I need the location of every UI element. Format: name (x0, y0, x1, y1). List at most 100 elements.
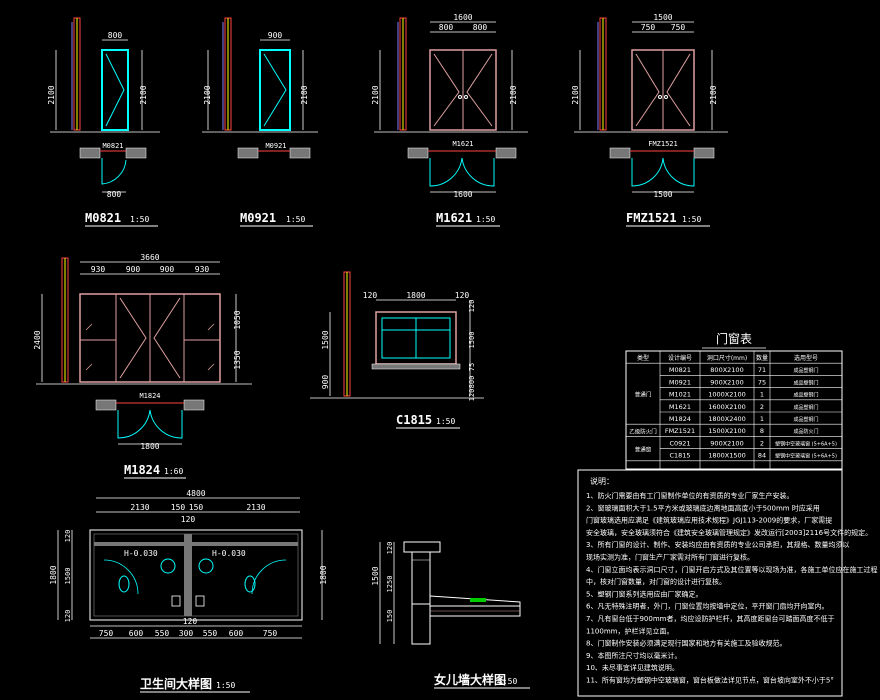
dim-width: 800 (108, 31, 123, 40)
table-cell-size: 800X2100 (710, 366, 743, 374)
table-cell-size: 1600X2100 (708, 403, 746, 411)
dim-side: 120 (64, 530, 72, 543)
table-cell-qty: 8 (760, 427, 764, 435)
toilet-scale: 1:50 (216, 681, 235, 690)
window-title: C1815 (396, 413, 432, 427)
dim-part: 900 (126, 265, 141, 274)
parapet-title: 女儿墙大样图 (434, 672, 506, 687)
table-cell-qty: 2 (760, 403, 764, 411)
door-scale: 1:50 (130, 215, 149, 224)
dim-part: 900 (160, 265, 175, 274)
sink-icon (160, 558, 176, 574)
table-cell-code: FMZ1521 (665, 427, 695, 435)
table-cell-model: 成品塑钢门 (793, 416, 818, 423)
door-m1621: 1600 800 800 2100 2100 M1621 1600 M1621 … (371, 13, 528, 227)
door-code: M1621 (452, 140, 473, 148)
door-code: M1824 (139, 392, 160, 400)
table-cell-size: 900X2100 (710, 439, 743, 447)
dim-total: 3660 (140, 253, 159, 262)
table-header: 设计编号 (668, 354, 692, 362)
dim-side: 1800 (319, 565, 328, 584)
dim: 150 (386, 610, 394, 623)
plan-dim: 1600 (453, 190, 472, 199)
table-cell-type: 普通窗 (635, 446, 652, 454)
toilet-title: 卫生间大样图 (140, 676, 212, 691)
dim-part: 930 (195, 265, 210, 274)
door-scale: 1:60 (164, 467, 183, 476)
dim-part: 930 (91, 265, 106, 274)
table-cell-type: 乙级防火门 (629, 427, 657, 435)
note-line: 11、所有窗均为塑钢中空玻璃窗，窗台板做法详见节点，窗台坡向室外不小于5° (586, 676, 834, 685)
door-code: M0821 (102, 142, 123, 150)
dim-width: 1500 (653, 13, 672, 22)
table-cell-model: 成品塑钢门 (793, 404, 818, 411)
note-line: 安全玻璃，安全玻璃须符合《建筑安全玻璃管理规定》发改运行[2003]2116号文… (586, 528, 872, 537)
notes-heading: 说明： (590, 476, 614, 486)
note-line: 1、防火门需要由有工门窗制作单位的有资质的专业厂家生产安装。 (586, 491, 793, 500)
note-line: 7、凡有窗台低于900mm者，均应设防护栏杆，其高度距窗台可踏面高度不低于 (586, 614, 834, 623)
table-cell-size: 900X2100 (710, 378, 743, 386)
dim-height: 2100 (47, 85, 56, 104)
table-cell-code: M0821 (669, 366, 691, 374)
dim-left: 1500 (321, 330, 330, 349)
note-line: 3、所有门窗的设计、制作、安装均应由有资质的专业公司承担，其规格、数量均须以 (586, 540, 849, 549)
dim-right: 1050 (233, 310, 242, 329)
dim-part: 750 (671, 23, 686, 32)
door-title: M0921 (240, 211, 276, 225)
dim-bottom: 750 (99, 629, 114, 638)
door-m1824: 3660 930 900 900 930 2400 1050 1350 M182… (33, 253, 252, 479)
plan-dim: 1800 (140, 442, 159, 451)
dim-bottom: 300 (179, 629, 194, 638)
note-line: 中，核对门窗数量，对门窗的设计进行复核。 (586, 577, 726, 586)
table-cell-size: 1000X2100 (708, 391, 746, 399)
door-title: FMZ1521 (626, 211, 677, 225)
table-cell-qty: 1 (760, 391, 764, 399)
table-cell-model: 成品塑钢门 (793, 367, 818, 374)
dim-height-right: 2100 (509, 85, 518, 104)
dim-part: 800 (473, 23, 488, 32)
note-line: 8、门窗制作安装必须满足现行国家和地方有关施工及验收规范。 (586, 639, 786, 648)
dim-total: 4800 (186, 489, 205, 498)
dim-width: 1600 (453, 13, 472, 22)
dim-height: 2100 (203, 85, 212, 104)
dim-mid: 120 (183, 617, 198, 626)
door-m0821: 800 2100 2100 M0821 800 M0821 1:50 (47, 17, 160, 227)
dim-bottom: 550 (203, 629, 218, 638)
table-cell-model: 塑钢中空玻璃窗 (5+6A+5) (775, 440, 837, 447)
table-cell-qty: 75 (758, 378, 766, 386)
table-cell-qty: 1 (760, 415, 764, 423)
dim-bottom: 600 (229, 629, 244, 638)
table-cell-code: C0921 (669, 439, 690, 447)
door-scale: 1:50 (476, 215, 495, 224)
table-cell-model: 成品塑钢门 (793, 379, 818, 386)
dim-right: 800 (468, 376, 476, 389)
floor-level-label: H-0.030 (124, 549, 158, 558)
door-scale: 1:50 (286, 215, 305, 224)
dim-height-right: 2100 (300, 85, 309, 104)
dim-bottom: 550 (155, 629, 170, 638)
table-header: 洞口尺寸(mm) (707, 354, 747, 362)
toilet-detail: 4800 2130 150 150 2130 120 H-0.030 H-0.0… (49, 489, 328, 693)
dim-side: 120 (363, 291, 378, 300)
table-cell-qty: 2 (760, 439, 764, 447)
parapet-scale: 1:50 (498, 677, 517, 686)
dim-right: 75 (468, 363, 476, 371)
door-code: FMZ1521 (648, 140, 678, 148)
dim-top: 2130 (130, 503, 149, 512)
dim-left: 900 (321, 375, 330, 390)
table-cell-code: M1021 (669, 391, 691, 399)
table-cell-model: 成品塑钢门 (793, 392, 818, 399)
notes-panel: 说明： 1、防火门需要由有工门窗制作单位的有资质的专业厂家生产安装。2、窗玻璃面… (577, 469, 877, 697)
plan-dim: 1500 (653, 190, 672, 199)
table-cell-type: 普通门 (635, 391, 652, 399)
dim-part: 800 (439, 23, 454, 32)
note-line: 1100mm，护栏详见立面。 (586, 626, 673, 635)
plan-dim: 800 (107, 190, 122, 199)
dim: 120 (386, 542, 394, 555)
dim-width: 900 (268, 31, 283, 40)
table-header: 类型 (637, 354, 649, 362)
table-cell-code: C1815 (669, 452, 690, 460)
dim-height-right: 2100 (139, 85, 148, 104)
door-m0921: 900 2100 2100 M0921 M0921 1:50 (202, 17, 318, 227)
